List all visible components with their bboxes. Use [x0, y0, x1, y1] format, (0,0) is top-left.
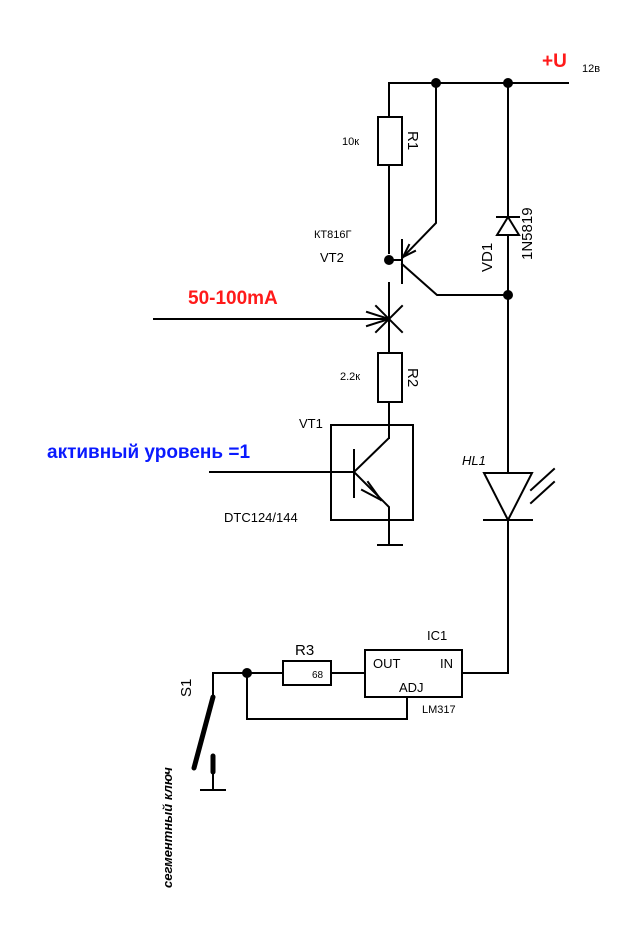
switch-s1 — [191, 668, 252, 791]
ic1-pin-in: IN — [440, 656, 453, 671]
r2-ref: R2 — [404, 368, 421, 387]
transistor-vt2 — [384, 82, 513, 300]
current-input — [153, 282, 404, 354]
r2-value: 2.2к — [340, 371, 360, 383]
supply-label: +U — [542, 51, 567, 72]
current-label: 50-100mA — [188, 288, 278, 309]
vt1-part: DTC124/144 — [224, 510, 298, 525]
regulator-ic1 — [246, 649, 463, 720]
r3-value: 68 — [312, 670, 324, 681]
active-level-label: активный уровень =1 — [47, 442, 250, 463]
vt2-ref: VT2 — [320, 250, 344, 265]
diode-vd1 — [495, 82, 521, 474]
resistor-r3 — [246, 660, 332, 686]
transistor-vt1 — [209, 424, 414, 546]
supply-rail — [388, 78, 569, 109]
r1-value: 10к — [342, 136, 359, 148]
supply-voltage: 12в — [582, 63, 600, 75]
r1-ref: R1 — [404, 131, 421, 150]
led-hl1 — [461, 467, 556, 674]
s1-ref: S1 — [178, 679, 195, 697]
vt1-ref: VT1 — [299, 416, 323, 431]
hl1-ref: HL1 — [462, 453, 486, 468]
resistor-r1 — [377, 82, 403, 254]
ic1-part: LM317 — [422, 704, 456, 716]
vd1-ref: VD1 — [479, 243, 496, 272]
segment-key-label: сегментный ключ — [160, 767, 175, 888]
ic1-pin-out: OUT — [373, 656, 401, 671]
vd1-part: 1N5819 — [519, 207, 536, 260]
ic1-pin-adj: ADJ — [399, 680, 424, 695]
ic1-ref: IC1 — [427, 628, 447, 643]
r3-ref: R3 — [295, 642, 314, 659]
vt2-part: КТ816Г — [314, 229, 351, 241]
